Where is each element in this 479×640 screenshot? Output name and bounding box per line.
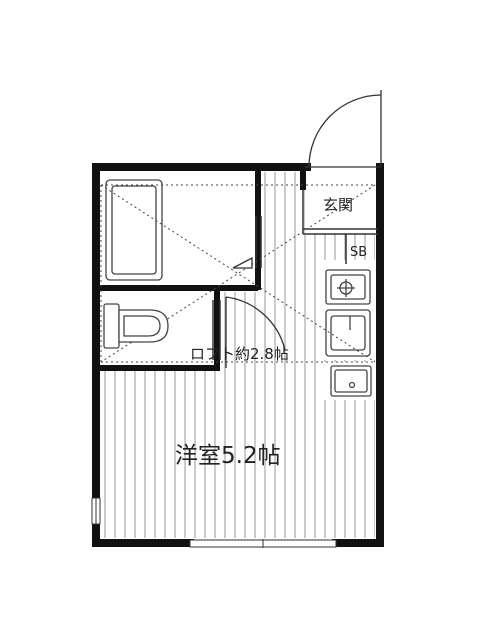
- shoe-box-label: SB: [350, 245, 367, 260]
- bathroom-door: [232, 256, 253, 269]
- loft-door-swing: [225, 296, 286, 368]
- interior-walls: [98, 168, 306, 371]
- loft-label: ロフト約2.8帖: [190, 345, 289, 363]
- entrance-label: 玄関: [323, 196, 353, 214]
- western-room-label: 洋室5.2帖: [175, 443, 281, 469]
- toilet-icon: [103, 303, 169, 349]
- window-bottom: [189, 539, 337, 548]
- sink-icon: [325, 309, 371, 357]
- outer-walls: [92, 163, 384, 547]
- stove-icon: [325, 269, 371, 305]
- door-swing-icon: [305, 90, 382, 168]
- entrance-area: [305, 172, 377, 234]
- bathroom-area: [101, 172, 258, 284]
- partition-lines: [212, 190, 378, 360]
- loft-floor: [220, 292, 322, 368]
- washer-pan-icon: [330, 365, 372, 397]
- bathtub-icon: [105, 179, 163, 281]
- window-left: [91, 497, 101, 525]
